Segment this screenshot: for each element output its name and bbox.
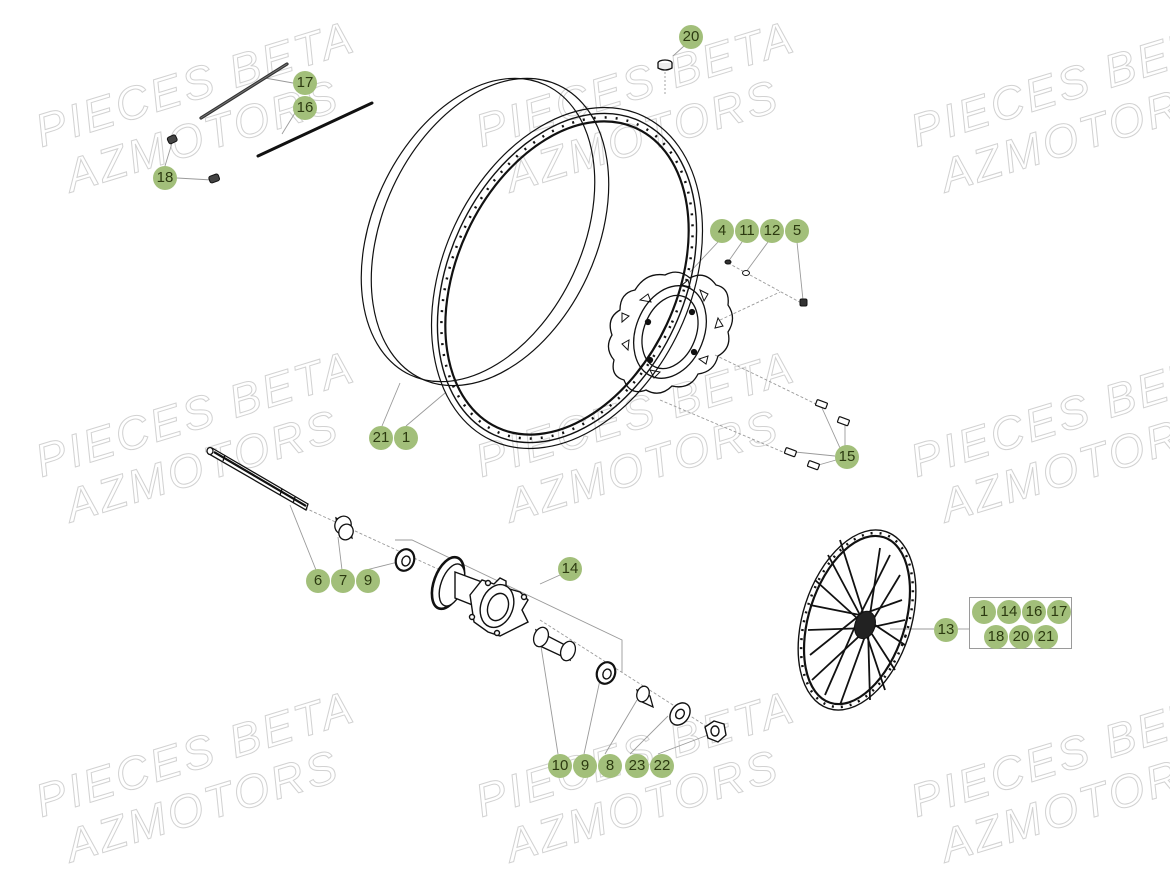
callout-badge-4[interactable]: 4 <box>710 219 734 243</box>
valve-cap-part <box>657 59 673 71</box>
brake-disc-part <box>607 271 734 394</box>
callout-badge-21[interactable]: 21 <box>369 426 393 450</box>
callout-badge-10[interactable]: 10 <box>548 754 572 778</box>
callout-badge-11[interactable]: 11 <box>735 219 759 243</box>
callout-badge-13[interactable]: 13 <box>934 618 958 642</box>
complete-wheel-part <box>797 529 917 711</box>
callout-badge-17[interactable]: 17 <box>293 71 317 95</box>
callout-badge-5[interactable]: 5 <box>785 219 809 243</box>
callout-badge-22[interactable]: 22 <box>650 754 674 778</box>
callout-badge-9[interactable]: 9 <box>356 569 380 593</box>
exploded-view-drawing <box>164 45 969 755</box>
washer-part <box>669 702 691 726</box>
callout-badge-20[interactable]: 20 <box>679 25 703 49</box>
bearing-part-2 <box>595 661 617 685</box>
callout-badge-1[interactable]: 1 <box>394 426 418 450</box>
kit-badge-18[interactable]: 18 <box>984 625 1008 649</box>
kit-badge-21[interactable]: 21 <box>1034 625 1058 649</box>
callout-badge-15[interactable]: 15 <box>835 445 859 469</box>
rim-tape-part <box>360 77 610 387</box>
callout-badge-18[interactable]: 18 <box>153 166 177 190</box>
callout-badge-6[interactable]: 6 <box>306 569 330 593</box>
callout-badge-9[interactable]: 9 <box>573 754 597 778</box>
callout-badge-7[interactable]: 7 <box>331 569 355 593</box>
axle-nut-part <box>704 720 727 743</box>
kit-badge-1[interactable]: 1 <box>972 600 996 624</box>
callout-badge-14[interactable]: 14 <box>558 557 582 581</box>
callout-badge-8[interactable]: 8 <box>598 754 622 778</box>
kit-badge-20[interactable]: 20 <box>1009 625 1033 649</box>
spoke-part <box>199 62 374 158</box>
hub-part <box>430 555 529 637</box>
disc-bolt-part <box>783 399 850 471</box>
kit-badge-14[interactable]: 14 <box>997 600 1021 624</box>
spacer-part <box>334 515 354 541</box>
hub-spacer-part <box>532 626 577 662</box>
spoke-nipple-part <box>166 134 221 184</box>
callout-badge-12[interactable]: 12 <box>760 219 784 243</box>
kit-badge-17[interactable]: 17 <box>1047 600 1071 624</box>
outer-spacer-part <box>636 685 654 709</box>
rim-part <box>430 106 704 450</box>
disc-hardware-part <box>724 259 808 307</box>
axle-part <box>206 446 309 511</box>
callout-badge-23[interactable]: 23 <box>625 754 649 778</box>
bearing-part <box>394 548 416 572</box>
leader-lines <box>164 45 969 755</box>
kit-badge-16[interactable]: 16 <box>1022 600 1046 624</box>
callout-badge-16[interactable]: 16 <box>293 96 317 120</box>
